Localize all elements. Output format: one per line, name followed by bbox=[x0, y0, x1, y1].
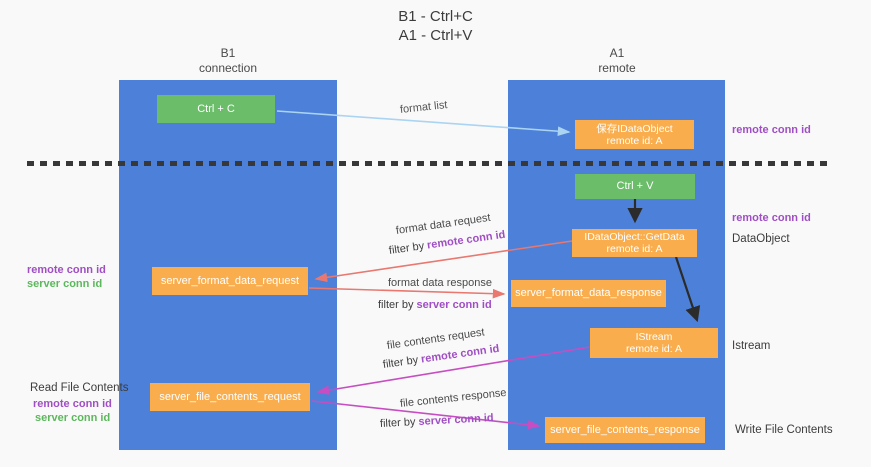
node-getdata-line2: remote id: A bbox=[606, 243, 663, 255]
label-write-file-contents: Write File Contents bbox=[735, 424, 833, 436]
label-file-contents-response: file contents response bbox=[399, 386, 508, 410]
label-filter-server-conn-2: filter by server conn id bbox=[380, 412, 494, 430]
filter-prefix-3: filter by bbox=[382, 353, 422, 371]
label-left-bottom-remote-conn-id: remote conn id bbox=[33, 398, 112, 410]
node-getdata-line1: IDataObject::GetData bbox=[584, 231, 685, 243]
label-filter-server-conn-1: filter by server conn id bbox=[378, 299, 492, 311]
node-idataobject-getdata: IDataObject::GetData remote id: A bbox=[572, 229, 697, 257]
phase-separator-dashed-line bbox=[27, 161, 831, 166]
node-ctrl-c-label: Ctrl + C bbox=[197, 102, 235, 115]
filter-prefix-2: filter by bbox=[378, 299, 417, 311]
node-istream-line2: remote id: A bbox=[625, 343, 683, 355]
lane-header-b1: B1 connection bbox=[168, 46, 288, 76]
node-store-dataobject: 保存IDataObject remote id: A bbox=[575, 120, 694, 149]
label-left-server-conn-id: server conn id bbox=[27, 278, 103, 290]
node-ctrl-v: Ctrl + V bbox=[575, 174, 695, 199]
node-istream-line1: IStream bbox=[635, 331, 673, 343]
label-left-bottom-server-conn-id: server conn id bbox=[35, 412, 111, 424]
label-istream: Istream bbox=[732, 340, 771, 352]
filter-key-remote-conn-1: remote conn id bbox=[426, 228, 507, 252]
label-format-list: format list bbox=[399, 99, 449, 116]
label-read-file-contents: Read File Contents bbox=[30, 382, 129, 394]
node-istream: IStream remote id: A bbox=[590, 328, 718, 358]
node-server-file-contents-request: server_file_contents_request bbox=[150, 383, 310, 411]
node-server-format-data-response: server_format_data_response bbox=[511, 280, 666, 307]
filter-prefix-4: filter by bbox=[379, 415, 419, 430]
node-ctrl-v-label: Ctrl + V bbox=[616, 180, 654, 192]
lane-a1-name: A1 bbox=[609, 46, 625, 60]
node-server-format-data-request: server_format_data_request bbox=[152, 267, 308, 295]
node-ctrl-c: Ctrl + C bbox=[157, 95, 275, 123]
filter-prefix-1: filter by bbox=[388, 239, 428, 257]
title-line-1: B1 - Ctrl+C bbox=[398, 8, 473, 25]
diagram-title: B1 - Ctrl+C A1 - Ctrl+V bbox=[0, 7, 871, 45]
node-format-response-label: server_format_data_response bbox=[515, 287, 662, 299]
lane-header-a1: A1 remote bbox=[557, 46, 677, 76]
filter-key-remote-conn-2: remote conn id bbox=[420, 342, 501, 366]
label-right-remote-conn-id-top: remote conn id bbox=[732, 124, 811, 136]
node-file-request-label: server_file_contents_request bbox=[159, 390, 301, 403]
filter-key-server-conn-2: server conn id bbox=[418, 412, 494, 428]
node-file-response-label: server_file_contents_response bbox=[550, 423, 700, 436]
node-store-dataobject-line1: 保存IDataObject bbox=[596, 122, 673, 135]
lane-b1-name: B1 bbox=[220, 46, 236, 60]
label-dataobject: DataObject bbox=[732, 233, 790, 245]
title-line-2: A1 - Ctrl+V bbox=[398, 27, 473, 44]
label-format-data-response: format data response bbox=[388, 277, 492, 289]
node-server-file-contents-response: server_file_contents_response bbox=[545, 417, 705, 443]
filter-key-server-conn-1: server conn id bbox=[416, 299, 492, 311]
label-right-remote-conn-id-mid: remote conn id bbox=[732, 212, 811, 224]
node-format-request-label: server_format_data_request bbox=[160, 274, 300, 287]
lane-b1-role: connection bbox=[198, 61, 258, 75]
node-store-dataobject-line2: remote id: A bbox=[606, 134, 663, 147]
lane-a1-role: remote bbox=[598, 61, 636, 75]
label-left-remote-conn-id: remote conn id bbox=[27, 264, 106, 276]
